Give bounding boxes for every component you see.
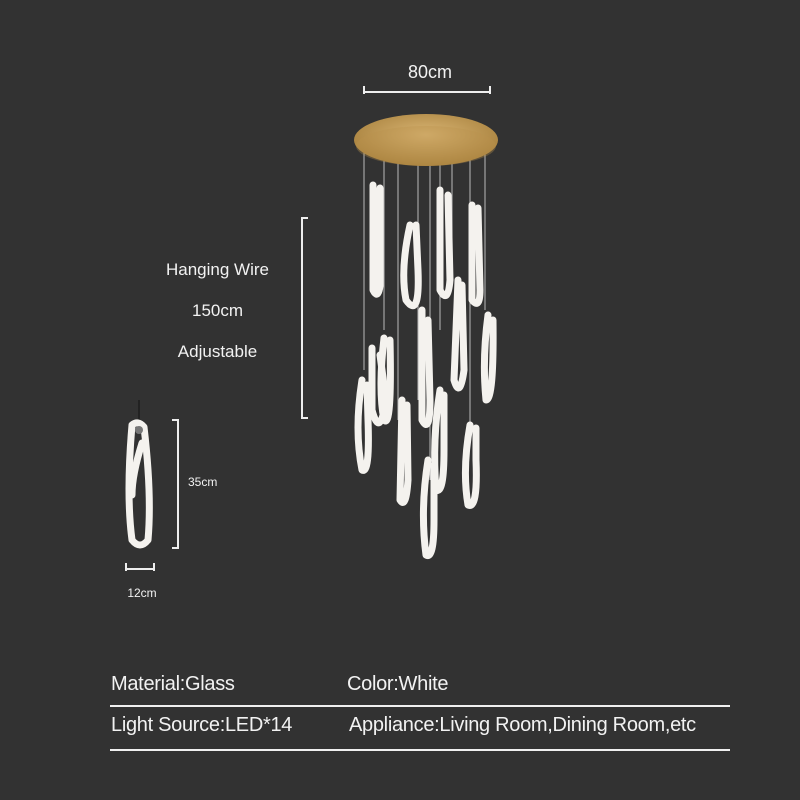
spec-divider-2	[110, 749, 730, 751]
pendant-width-bracket	[125, 563, 155, 571]
hanging-wire-note: Adjustable	[177, 342, 258, 361]
hanging-wire-bracket	[301, 217, 308, 419]
spec-color: Color:White	[347, 673, 449, 695]
pendant-wire	[138, 400, 140, 420]
canopy-width-bracket	[363, 86, 491, 94]
pendant-image	[125, 419, 153, 549]
hanging-wire-title: Hanging Wire	[166, 260, 269, 279]
pendant-width-label: 12cm	[127, 586, 157, 600]
chandelier-image	[354, 114, 498, 560]
canopy-width-label: 80cm	[407, 62, 452, 82]
pendant-height-bracket	[172, 419, 179, 549]
spec-divider-1	[110, 705, 730, 707]
pendant-height-label: 35cm	[188, 475, 218, 489]
spec-appliance: Appliance:Living Room,Dining Room,etc	[349, 714, 696, 736]
spec-material: Material:Glass	[111, 673, 235, 695]
hanging-wire-length: 150cm	[191, 301, 244, 320]
spec-light-source: Light Source:LED*14	[111, 714, 293, 736]
